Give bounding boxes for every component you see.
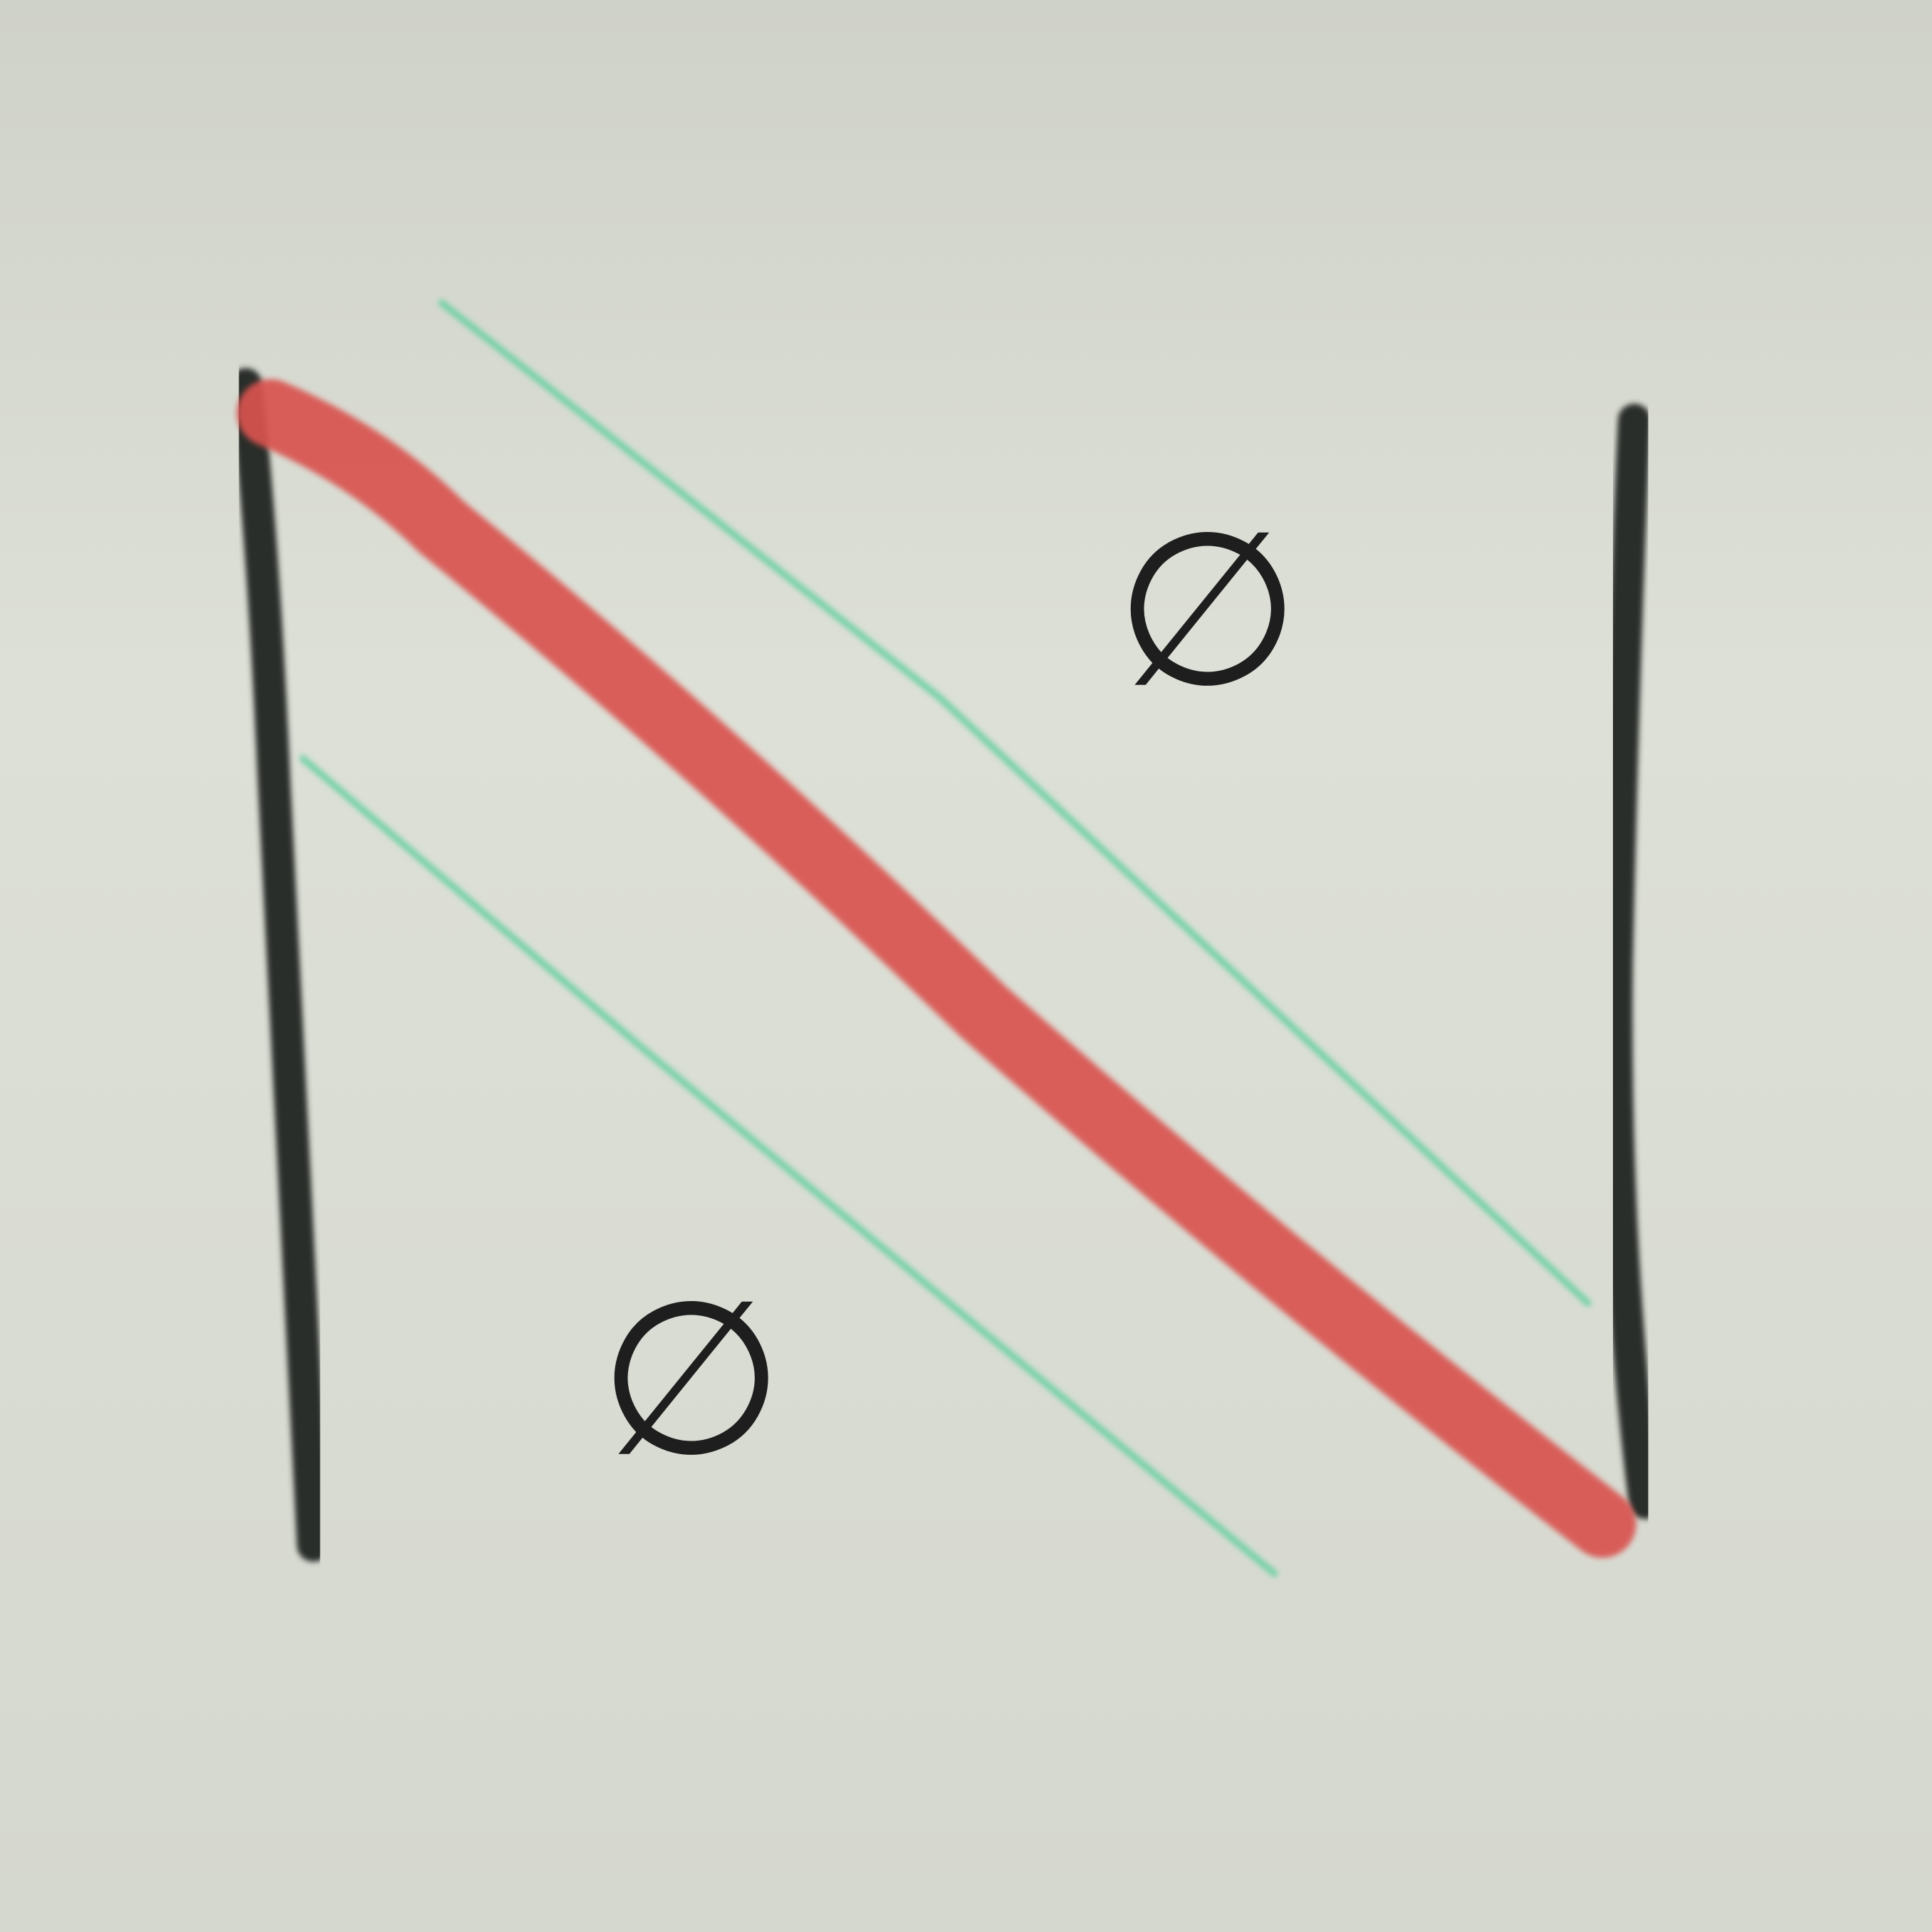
main-diagonal-line [236, 379, 1636, 1558]
lower-region-symbol: ∅ [598, 1255, 784, 1503]
lower-band-line [299, 755, 1278, 1577]
upper-region-symbol: ∅ [1114, 486, 1300, 734]
left-matrix-bracket [229, 368, 330, 1562]
right-matrix-bracket [1599, 404, 1661, 1519]
upper-band-line [438, 299, 1592, 1307]
